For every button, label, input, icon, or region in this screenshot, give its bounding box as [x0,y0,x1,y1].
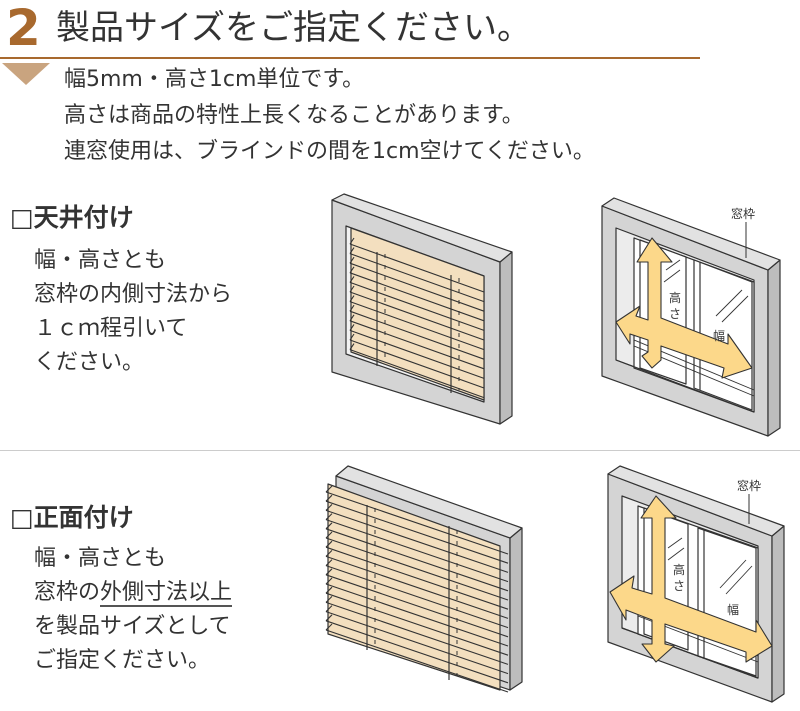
blind-slat-edge [349,247,355,254]
blind-slat-edge [325,614,333,622]
blind-slat-edge [325,550,333,557]
underlined-text: 外側寸法以上 [100,580,233,607]
blind-slat-edge [325,504,333,511]
step-number: 2 [6,0,41,57]
body-line: ください。 [34,350,145,375]
blind-slat-edge [349,237,355,245]
blind-slat [349,291,485,341]
blind-slat [349,310,485,360]
blind-slat-edge [325,559,333,566]
blind-slat [325,555,509,619]
blind-slat [349,281,485,331]
blind-slat [325,601,509,665]
body-line: 窓枠の内側寸法から [34,282,233,307]
blind-slat [349,253,485,303]
blind-slat [325,611,509,675]
body-line: 幅・高さとも [34,248,167,273]
blind-slat [325,583,509,647]
blind-slat [349,243,485,293]
body-line: １ｃｍ程引いて [34,316,188,341]
height-width-arrows [609,495,773,663]
blind-slat [349,320,485,370]
blind-slat-edge [325,540,333,548]
blind-slat [325,629,509,693]
header-underline [0,57,700,59]
body-line: 幅・高さとも [34,546,167,571]
blind-slat [349,301,485,351]
height-label-1: 高 [669,290,681,305]
blind-slat-edge [349,324,355,331]
blind-slat [325,592,509,656]
height-width-arrows [615,237,753,379]
blind-slat [325,565,509,629]
blind-slat-edge [349,256,355,264]
blind-slat-edge [325,623,333,631]
blind-slat-edge [349,276,355,283]
blind-slat-edge [349,343,355,350]
blind-slat-edge [325,596,333,603]
page-title: 製品サイズをご指定ください。 [56,8,531,48]
note-line: 高さは商品の特性上長くなることがあります。 [64,103,524,128]
blind-slat-edge [349,266,355,274]
width-label: 幅 [713,328,725,343]
blind-slat-edge [325,568,333,576]
frame-label: 窓枠 [731,206,755,221]
blind-slat [325,519,509,583]
section-body-ceiling-mount: 幅・高さとも 窓枠の内側寸法から １ｃｍ程引いて ください。 [34,244,232,380]
blind-slat [325,491,509,555]
blind-slat [325,500,509,564]
blind-slat [325,537,509,601]
blind-slat-edge [325,577,333,585]
blind-slat [349,339,485,389]
height-label-2: さ [673,579,685,593]
blind-slat-edge [325,494,333,502]
blind-slat [349,349,485,399]
blind-slat [349,272,485,322]
blind-slat [325,574,509,638]
section-title-ceiling-mount: □天井付け [10,203,134,232]
body-text: 窓枠の [34,580,101,605]
blind-slat-edge [349,295,355,302]
section-body-front-mount: 幅・高さとも 窓枠の外側寸法以上 を製品サイズとして ご指定ください。 [34,542,233,678]
section-title-front-mount: □正面付け [10,503,134,532]
blind-slat-edge [325,531,333,539]
frame-top [331,193,513,263]
note-line: 連窓使用は、ブラインドの間を1cm空けてください。 [64,139,595,164]
blind-slat [325,509,509,573]
note-line: 幅5mm・高さ1cm単位です。 [64,67,365,92]
blind-slat [349,262,485,312]
frame-label: 窓枠 [737,478,761,493]
blind-slat-edge [349,333,355,341]
blind-slat-edge [325,522,333,530]
blind-slat-edge [349,285,355,293]
body-line: ご指定ください。 [34,648,211,673]
blind-slat-edge [325,605,333,612]
body-line: 窓枠の外側寸法以上 [34,576,233,610]
blind-slat [325,546,509,610]
blind-slat-edge [325,586,333,594]
blind-slat [349,329,485,379]
blind-slat-edge [349,314,355,322]
blind-slat-edge [325,485,333,493]
blind-slat [325,528,509,592]
blind-slat [325,620,509,684]
body-line: を製品サイズとして [34,614,231,639]
down-triangle-icon [2,63,50,85]
blind-slat-edge [349,304,355,312]
width-label: 幅 [727,602,739,617]
height-label-1: 高 [673,562,685,577]
notes: 幅5mm・高さ1cm単位です。 高さは商品の特性上長くなることがあります。 連窓… [64,62,595,170]
height-label-2: さ [669,307,681,321]
blind-slat-edge [325,513,333,520]
section-divider [0,450,800,451]
